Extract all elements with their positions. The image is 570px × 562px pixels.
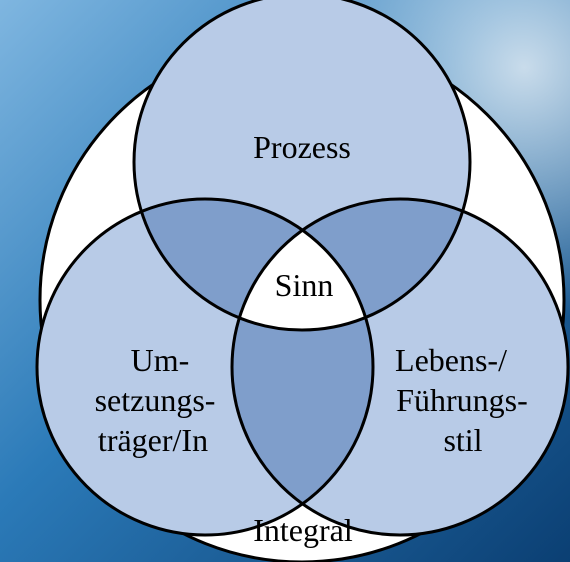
outline-lebens-fuehrungsstil <box>230 197 570 537</box>
label-lebensstil-line-3: stil <box>443 422 482 458</box>
label-sinn: Sinn <box>275 267 334 303</box>
label-prozess: Prozess <box>253 129 351 165</box>
center-sinn-region <box>232 199 373 330</box>
label-integral: Integral <box>253 512 353 548</box>
label-umsetzung-line-1: Um- <box>131 342 190 378</box>
label-umsetzung-line-3: träger/In <box>98 422 208 458</box>
label-lebensstil-line-1: Lebens-/ <box>395 342 507 378</box>
label-lebensstil-line-2: Führungs- <box>396 382 528 418</box>
outline-umsetzungstraeger <box>35 197 375 537</box>
outline-prozess <box>132 0 472 332</box>
label-umsetzung-line-2: setzungs- <box>95 382 216 418</box>
